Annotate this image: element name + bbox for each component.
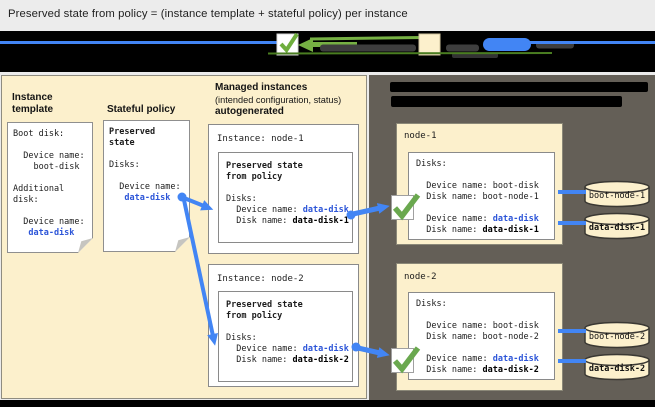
disks-label: Disks: <box>226 333 257 343</box>
legend-graphics <box>0 32 655 58</box>
data-disk-row: Disk name: data-disk-2 <box>416 365 539 375</box>
data-device-row: Device name: data-disk <box>416 214 539 224</box>
legend-green-underline <box>267 52 553 55</box>
legend-bar <box>0 31 655 72</box>
preserved-state-heading: Preserved state <box>226 161 303 171</box>
disk-icon <box>584 212 650 226</box>
instance-title: Instance: node-1 <box>217 134 304 144</box>
boot-device-row: Device name: boot-disk <box>416 321 539 331</box>
vm-box-node-1: node-1 Disks: Device name: boot-disk Dis… <box>396 123 563 245</box>
disk-name-row: Disk name: data-disk-1 <box>226 216 349 226</box>
disk-cylinder-boot-node-1: boot-node-1 <box>584 180 650 208</box>
disk-label: data-disk-2 <box>588 364 646 374</box>
data-disk-value: data-disk <box>302 344 349 354</box>
legend-green-line <box>309 36 423 41</box>
additional-disk-heading-2: disk: <box>13 195 39 205</box>
stateful-policy-label: Stateful policy <box>107 104 176 115</box>
managed-instance-box-node-1: Instance: node-1 Preserved state from po… <box>208 124 359 254</box>
preserved-state-heading-2: from policy <box>226 172 283 182</box>
instance-template-note: Boot disk: Device name: boot-disk Additi… <box>7 122 93 253</box>
disks-label: Disks: <box>109 160 140 170</box>
preserved-state-box: Preserved state from policy Disks: Devic… <box>218 152 353 243</box>
device-name-label: Device name: <box>13 151 85 161</box>
checkmark-icon <box>392 346 421 374</box>
preserved-state-box: Preserved state from policy Disks: Devic… <box>218 291 353 382</box>
instance-template-label: Instance template <box>12 92 54 115</box>
vm-box-node-2: node-2 Disks: Device name: boot-disk Dis… <box>396 263 563 391</box>
page-title: Preserved state from policy = (instance … <box>8 8 408 20</box>
data-device-value: data-disk <box>492 354 539 364</box>
managed-instances-subheading-2: autogenerated <box>215 106 284 117</box>
disk-name-value: data-disk-1 <box>292 216 349 226</box>
legend-checkmark-icon <box>279 32 299 54</box>
data-disk-value: data-disk-2 <box>482 365 539 375</box>
device-name-label: Device name: <box>109 182 181 192</box>
boot-device-value: boot-disk <box>492 181 539 191</box>
managed-instances-subheading: (intended configuration, status) <box>215 95 342 105</box>
data-disk-value: data-disk <box>302 205 349 215</box>
node-disks-box: Disks: Device name: boot-disk Disk name:… <box>408 292 555 380</box>
device-name-row: Device name: data-disk <box>226 344 349 354</box>
redacted-heading-line <box>391 96 622 107</box>
data-device-row: Device name: data-disk <box>416 354 539 364</box>
boot-disk-row: Disk name: boot-node-2 <box>416 332 539 342</box>
applied-checkbox-node-1 <box>391 193 421 221</box>
disk-icon <box>584 321 650 335</box>
boot-device-value: boot-disk <box>492 321 539 331</box>
node-disks-box: Disks: Device name: boot-disk Disk name:… <box>408 152 555 240</box>
boot-disk-value: boot-disk <box>13 162 80 172</box>
legend-disk-pill-icon <box>483 38 531 51</box>
redacted-legend-text <box>320 44 416 52</box>
boot-device-row: Device name: boot-disk <box>416 181 539 191</box>
redacted-heading-line <box>390 82 648 92</box>
redacted-legend-text <box>452 53 498 58</box>
preserved-state-heading: Preserved <box>109 127 156 137</box>
disk-cylinder-boot-node-2: boot-node-2 <box>584 321 650 349</box>
preserved-state-heading-2: from policy <box>226 311 283 321</box>
managed-instance-box-node-2: Instance: node-2 Preserved state from po… <box>208 264 359 387</box>
managed-instances-heading: Managed instances <box>215 82 308 93</box>
legend-left-arrow-icon <box>298 38 313 52</box>
boot-disk-heading: Boot disk: <box>13 129 65 139</box>
device-name-row: Device name: data-disk <box>226 205 349 215</box>
disk-label: boot-node-1 <box>588 191 646 201</box>
boot-disk-value: boot-node-2 <box>482 332 539 342</box>
boot-disk-value: boot-node-1 <box>482 192 539 202</box>
applied-checkbox-node-2 <box>391 346 421 374</box>
preserved-state-heading-2: state <box>109 138 135 148</box>
boot-disk-row: Disk name: boot-node-1 <box>416 192 539 202</box>
disk-name-row: Disk name: data-disk-2 <box>226 355 349 365</box>
node-name: node-2 <box>404 272 437 282</box>
node-name: node-1 <box>404 131 437 141</box>
additional-disk-heading: Additional <box>13 184 65 194</box>
data-disk-row: Disk name: data-disk-1 <box>416 225 539 235</box>
disks-label: Disks: <box>416 299 447 309</box>
disks-label: Disks: <box>416 159 447 169</box>
legend-instance-template-box-icon <box>418 33 441 56</box>
data-device-value: data-disk <box>492 214 539 224</box>
managed-instances-header: Managed instances (intended configuratio… <box>215 82 367 118</box>
data-disk-value: data-disk <box>109 193 171 203</box>
data-disk-value: data-disk-1 <box>482 225 539 235</box>
disk-cylinder-data-disk-2: data-disk-2 <box>584 353 650 381</box>
redacted-legend-text <box>446 44 479 52</box>
instance-title: Instance: node-2 <box>217 274 304 284</box>
disks-label: Disks: <box>226 194 257 204</box>
title-bar: Preserved state from policy = (instance … <box>0 0 655 31</box>
data-disk-value: data-disk <box>13 228 75 238</box>
bottom-bar <box>0 400 655 407</box>
disk-label: boot-node-2 <box>588 332 646 342</box>
checkmark-icon <box>392 193 421 221</box>
device-name-label: Device name: <box>13 217 85 227</box>
disk-cylinder-data-disk-1: data-disk-1 <box>584 212 650 240</box>
preserved-state-heading: Preserved state <box>226 300 303 310</box>
stateful-policy-note: Preserved state Disks: Device name: data… <box>103 120 190 252</box>
disk-icon <box>584 180 650 194</box>
disk-name-value: data-disk-2 <box>292 355 349 365</box>
disk-label: data-disk-1 <box>588 223 646 233</box>
